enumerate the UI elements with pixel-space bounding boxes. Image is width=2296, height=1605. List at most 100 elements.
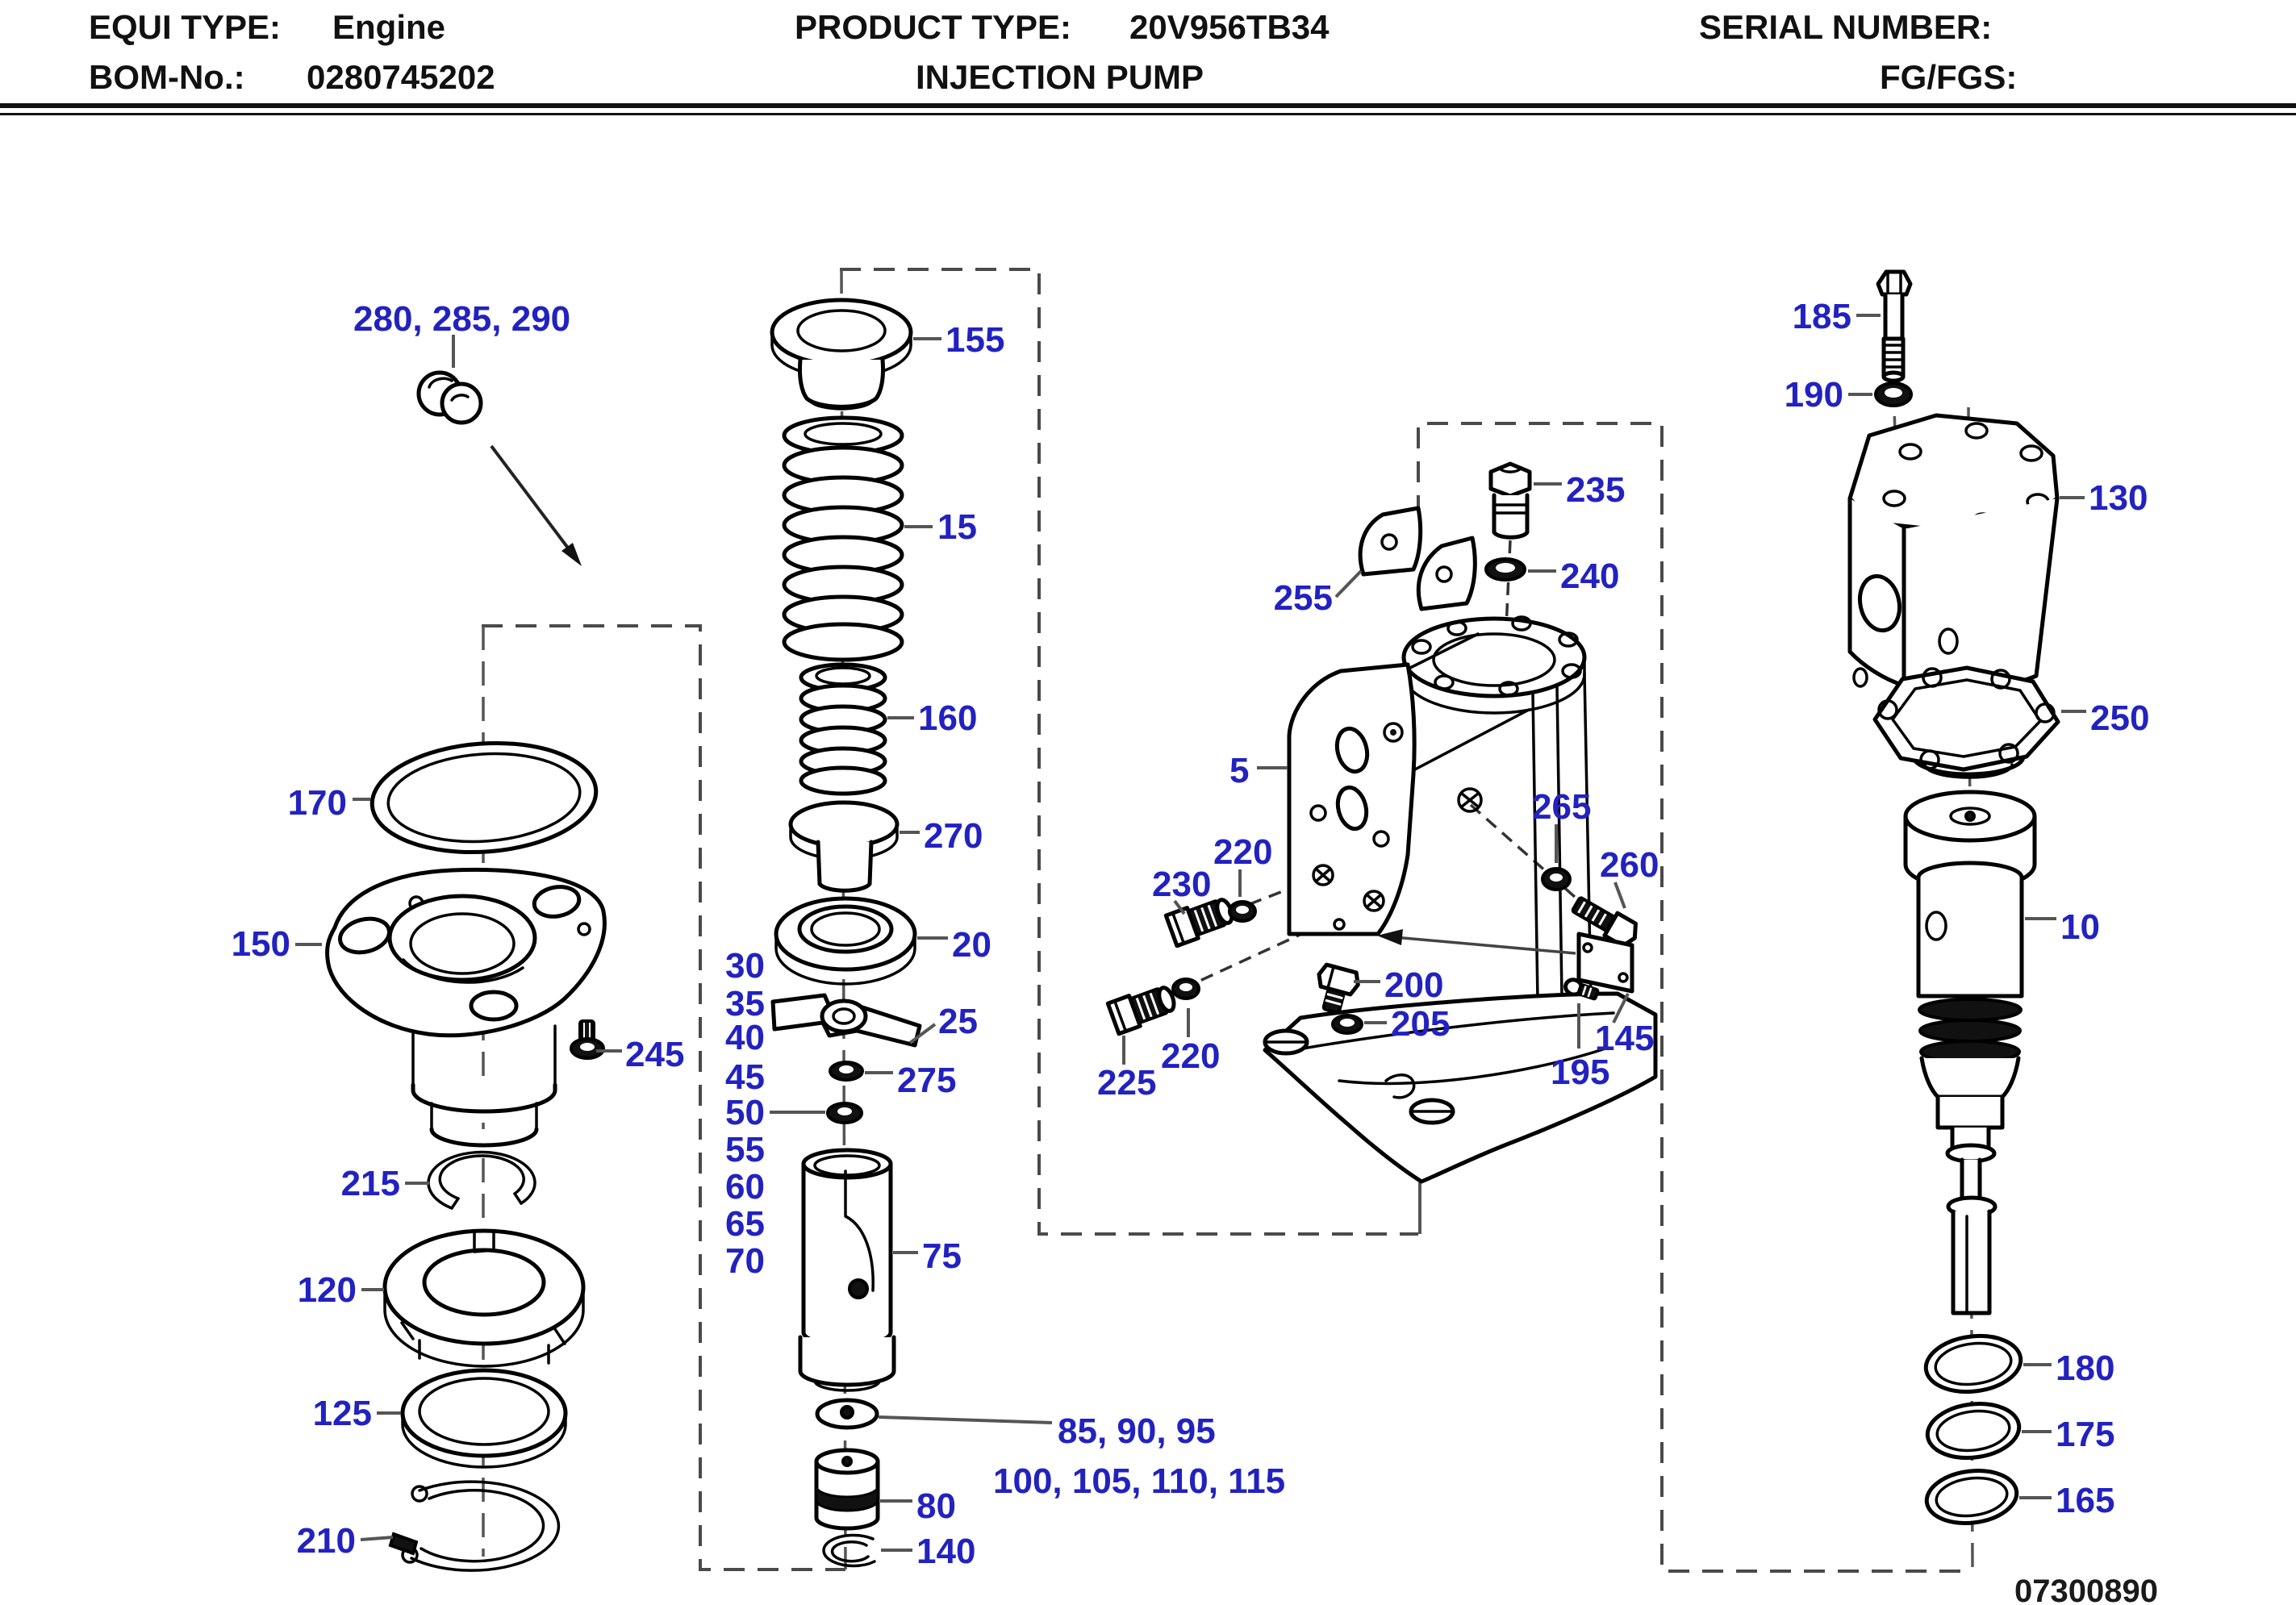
part-washer-275 — [829, 1061, 864, 1082]
callout-165: 165 — [2056, 1481, 2114, 1520]
part-main-spring-15 — [782, 415, 904, 662]
part-fitting-230 — [1163, 898, 1234, 948]
callout-35: 35 — [725, 984, 765, 1023]
part-plug-235 — [1488, 461, 1532, 540]
group-flange-assembly: 280, 285, 290 170 150 245 215 120 125 21… — [232, 299, 684, 1572]
part-inner-spring-160 — [799, 662, 887, 796]
part-retaining-clips-280-285-290 — [416, 370, 483, 425]
callout-220-lower: 220 — [1161, 1036, 1220, 1076]
equi-type-value: Engine — [332, 8, 445, 46]
leader-85-90-95 — [878, 1415, 1053, 1424]
callout-250: 250 — [2090, 698, 2149, 738]
group-pump-housing: 235 240 255 5 265 260 220 230 225 220 20… — [1097, 461, 1659, 1184]
callout-85-90-95: 85, 90, 95 — [1058, 1411, 1216, 1451]
part-plate-145 — [1576, 932, 1634, 994]
part-screw-200 — [1317, 962, 1360, 1015]
product-type-value: 20V956TB34 — [1129, 8, 1330, 46]
callout-220-upper: 220 — [1213, 832, 1272, 872]
callout-15: 15 — [937, 507, 977, 547]
part-o-ring-175 — [1925, 1402, 2022, 1460]
callout-20: 20 — [952, 925, 991, 965]
leader-145-arrow — [1377, 929, 1630, 1023]
callout-260: 260 — [1600, 845, 1659, 885]
fg-fgs-label: FG/FGS: — [1880, 58, 2017, 96]
part-sleeve-75 — [798, 1148, 896, 1392]
callout-75: 75 — [922, 1236, 962, 1276]
part-o-ring-180 — [1923, 1333, 2023, 1394]
part-bolt-260 — [1571, 896, 1638, 948]
group-valve-spring-stack: 155 15 160 270 20 25 275 30 35 40 45 50 … — [725, 298, 1285, 1571]
callout-190: 190 — [1785, 375, 1843, 415]
part-snap-ring-215 — [427, 1150, 536, 1210]
callout-180: 180 — [2056, 1349, 2114, 1388]
callout-5: 5 — [1229, 751, 1249, 790]
callout-245: 245 — [625, 1035, 684, 1074]
part-washer-265 — [1541, 867, 1572, 891]
part-washer-190 — [1874, 381, 1913, 407]
callout-65: 65 — [725, 1204, 765, 1244]
product-type-label: PRODUCT TYPE: — [795, 8, 1071, 46]
callout-140: 140 — [916, 1532, 975, 1571]
callout-175: 175 — [2056, 1415, 2114, 1454]
part-screw-245 — [570, 1019, 605, 1060]
part-circlip-210 — [388, 1480, 561, 1572]
part-seal-ring-240 — [1484, 557, 1526, 582]
part-spring-retainer-155 — [770, 298, 913, 411]
callout-70: 70 — [725, 1241, 765, 1281]
part-disc-20 — [774, 896, 917, 986]
callout-270: 270 — [924, 816, 983, 856]
header-rule-thin — [0, 113, 2296, 115]
part-spring-seat-270 — [788, 800, 900, 893]
arrow-280-to-assembly — [490, 444, 582, 566]
part-snap-ring-140 — [822, 1533, 876, 1568]
callout-40: 40 — [725, 1018, 765, 1057]
part-bearing-flange-150 — [325, 867, 607, 1148]
callout-210: 210 — [297, 1521, 356, 1561]
callout-150: 150 — [232, 924, 290, 964]
callout-55: 55 — [725, 1130, 765, 1169]
part-washer-50 — [826, 1102, 863, 1124]
part-o-ring-170 — [369, 740, 599, 855]
equi-type-label: EQUI TYPE: — [89, 8, 281, 46]
part-seal-ring-220-upper — [1228, 900, 1257, 923]
callout-125: 125 — [313, 1394, 372, 1433]
callout-145: 145 — [1595, 1019, 1654, 1058]
callout-200: 200 — [1384, 965, 1443, 1005]
group-cover-valve-assembly: 185 190 130 250 10 180 175 165 — [1785, 269, 2149, 1525]
callout-160: 160 — [918, 698, 977, 738]
callout-30: 30 — [725, 946, 765, 986]
callout-240: 240 — [1560, 557, 1619, 596]
part-o-ring-165 — [1924, 1469, 2019, 1525]
callout-155: 155 — [946, 320, 1004, 360]
leader-25 — [908, 1023, 937, 1044]
part-seal-ring-220-lower — [1171, 978, 1200, 1000]
callout-255: 255 — [1274, 578, 1333, 618]
header: EQUI TYPE: Engine BOM-No.: 0280745202 PR… — [0, 8, 2296, 115]
callout-185: 185 — [1793, 297, 1851, 336]
callout-230: 230 — [1152, 865, 1211, 904]
callout-215: 215 — [341, 1164, 400, 1203]
callout-45: 45 — [725, 1057, 765, 1097]
callout-195: 195 — [1551, 1053, 1609, 1092]
callout-10: 10 — [2060, 907, 2100, 947]
callout-100-115: 100, 105, 110, 115 — [993, 1461, 1285, 1501]
part-segmented-ring-120 — [382, 1228, 586, 1368]
part-valve-holder-10 — [1903, 790, 2037, 1315]
part-housing-body-5 — [1263, 615, 1658, 1184]
bom-value: 0280745202 — [307, 58, 495, 96]
callout-265: 265 — [1532, 787, 1591, 827]
part-seal-ring-205 — [1331, 1014, 1363, 1035]
callout-205: 205 — [1391, 1004, 1450, 1044]
product-subtitle: INJECTION PUMP — [916, 58, 1204, 96]
part-shim-85-95 — [815, 1398, 879, 1430]
serial-number-label: SERIAL NUMBER: — [1699, 8, 1992, 46]
leader-210 — [360, 1536, 394, 1541]
callout-60: 60 — [725, 1167, 765, 1207]
bom-label: BOM-No.: — [89, 58, 245, 96]
leader-260 — [1613, 882, 1626, 909]
part-screw-195 — [1563, 978, 1600, 1001]
left-group-dashed-box — [482, 624, 845, 1571]
callout-80: 80 — [916, 1486, 956, 1526]
callout-170: 170 — [288, 783, 347, 823]
